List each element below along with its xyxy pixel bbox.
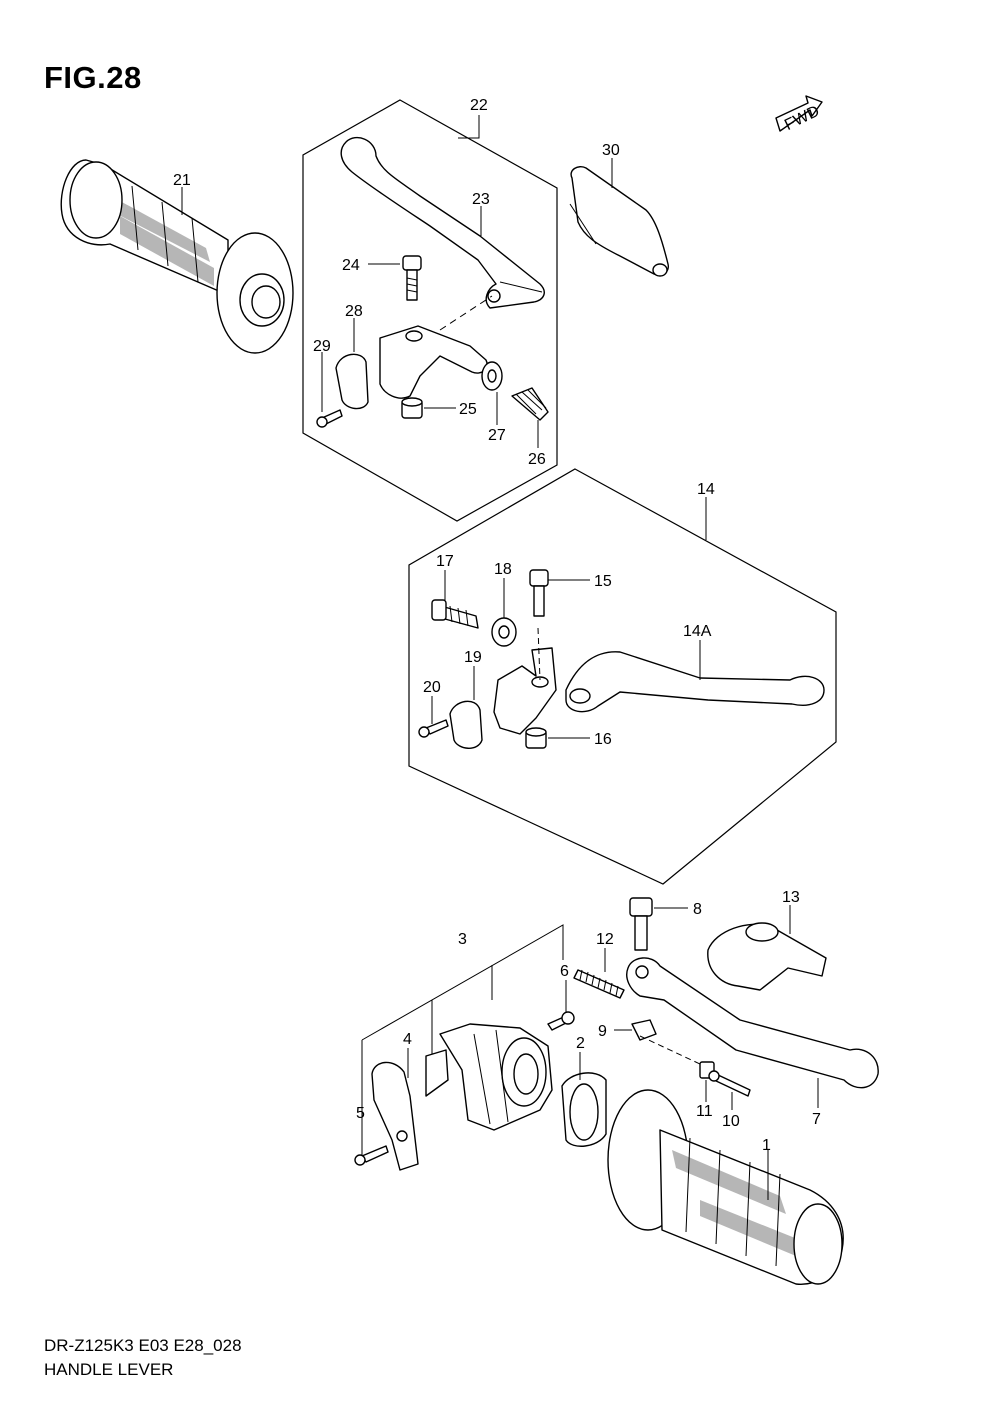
locknut-18 (491, 617, 517, 647)
brake-lever-14a (565, 651, 825, 713)
spring-12 (573, 969, 625, 999)
callout-13: 13 (782, 889, 800, 906)
callout-25: 25 (459, 401, 477, 418)
callout-9: 9 (598, 1023, 607, 1040)
pivot-bolt-8 (629, 897, 653, 951)
pivot-guide-line (439, 295, 493, 331)
callout-24: 24 (342, 257, 360, 274)
callout-14a: 14A (683, 623, 712, 640)
callout-labels: 1 2 3 4 5 6 7 8 9 10 11 12 13 14 14A 15 … (173, 97, 821, 1154)
callout-30: 30 (602, 142, 620, 159)
throttle-case-3 (425, 1023, 553, 1131)
screw-20 (418, 719, 449, 738)
callout-10: 10 (722, 1113, 740, 1130)
lever-holder-clamp (316, 325, 488, 428)
pivot-bolt-15 (529, 569, 549, 617)
callout-21: 21 (173, 172, 191, 189)
forward-arrow-icon: FWD (775, 95, 823, 134)
callout-26: 26 (528, 451, 546, 468)
callout-15: 15 (594, 573, 612, 590)
callout-1: 1 (762, 1137, 771, 1154)
nut-9 (631, 1019, 657, 1041)
callout-27: 27 (488, 427, 506, 444)
callout-29: 29 (313, 338, 331, 355)
clutch-lever (340, 137, 545, 309)
group-14-frame (408, 468, 837, 885)
cable-adjuster-26 (511, 387, 549, 421)
callout-20: 20 (423, 679, 441, 696)
lever-guide-line (639, 1035, 701, 1065)
callout-18: 18 (494, 561, 512, 578)
callout-3: 3 (458, 931, 467, 948)
left-grip (60, 159, 294, 354)
callout-12: 12 (596, 931, 614, 948)
group-3-bracket (361, 924, 564, 1160)
right-grip (607, 1089, 844, 1285)
model-code: DR-Z125K3 E03 E28_028 (44, 1336, 242, 1355)
lever-boot-30 (569, 166, 669, 277)
lever-boot-13 (707, 922, 827, 991)
pivot-bolt-24 (402, 255, 422, 301)
callout-17: 17 (436, 553, 454, 570)
locknut-27 (481, 361, 503, 391)
callout-2: 2 (576, 1035, 585, 1052)
leader-lines (181, 115, 819, 1200)
switch-cover-4 (354, 1061, 419, 1171)
callout-4: 4 (403, 1031, 412, 1048)
screw-6 (547, 1011, 575, 1031)
bolt-10 (708, 1070, 751, 1097)
callout-7: 7 (812, 1111, 821, 1128)
brake-lever-7 (626, 957, 879, 1089)
figure-name: HANDLE LEVER (44, 1360, 174, 1379)
nut-16 (525, 727, 547, 749)
cable-adjuster-17 (431, 599, 479, 629)
callout-8: 8 (693, 901, 702, 918)
callout-19: 19 (464, 649, 482, 666)
callout-16: 16 (594, 731, 612, 748)
callout-6: 6 (560, 963, 569, 980)
callout-14: 14 (697, 481, 715, 498)
group-22-frame (302, 99, 558, 522)
nut-25 (401, 397, 423, 419)
callout-11: 11 (696, 1103, 713, 1120)
figure-title: FIG.28 (44, 60, 142, 95)
lever-bracket-19 (449, 627, 557, 749)
callout-5: 5 (356, 1105, 365, 1122)
throttle-pipe-2 (561, 1072, 607, 1147)
callout-22: 22 (470, 97, 488, 114)
callout-23: 23 (472, 191, 490, 208)
callout-28: 28 (345, 303, 363, 320)
